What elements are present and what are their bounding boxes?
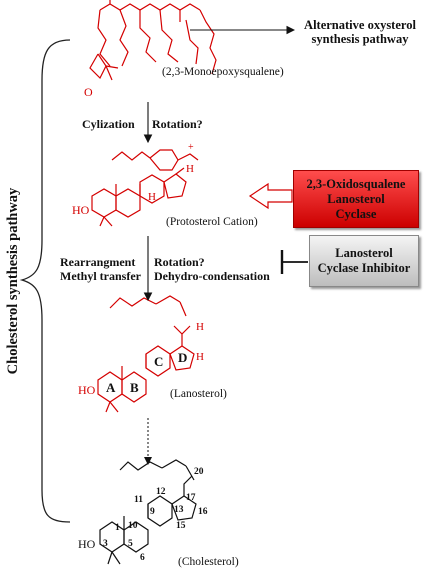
carbon-13-label: 13 xyxy=(174,505,184,515)
lanosterol-structure xyxy=(97,295,195,413)
lanosterol-h2-label: H xyxy=(196,351,204,363)
enzyme-box-oxidosqualene-cyclase: 2,3-Oxidosqualene Lanosterol Cyclase xyxy=(293,170,419,228)
enzyme-box-line3: Cyclase xyxy=(335,206,377,221)
step-rotation-2: Rotation? xyxy=(154,255,205,269)
ring-label-c: C xyxy=(154,354,163,369)
inhibitor-box-line1: Lanosterol xyxy=(335,246,393,260)
caption-protosterol: (Protosterol Cation) xyxy=(166,216,258,228)
carbon-15-label: 15 xyxy=(176,521,186,531)
ring-label-d: D xyxy=(178,350,187,365)
enzyme-box-line2: Lanosterol xyxy=(327,191,385,206)
enzyme-catalysis-arrow xyxy=(248,182,293,210)
alt-pathway-label: Alternative oxysterol synthesis pathway xyxy=(300,18,420,47)
side-pathway-label: Cholesterol synthesis pathway xyxy=(5,187,21,375)
lanosterol-h-label: H xyxy=(196,321,204,333)
carbon-9-label: 9 xyxy=(150,507,155,517)
pathway-brace xyxy=(19,39,71,523)
carbon-20-label: 20 xyxy=(194,467,204,477)
cholesterol-structure xyxy=(99,459,197,565)
cholesterol-hydroxyl-label: HO xyxy=(78,537,96,551)
carbon-10-label: 10 xyxy=(128,521,138,531)
alt-pathway-line2: synthesis pathway xyxy=(311,32,409,47)
alt-pathway-line1: Alternative oxysterol xyxy=(304,18,416,32)
carbon-12-label: 12 xyxy=(156,487,166,497)
step-rearrangement: Rearrangment xyxy=(60,255,136,269)
ring-label-a: A xyxy=(106,380,116,395)
protosterol-hydroxyl-label: HO xyxy=(72,203,90,217)
carbon-16-label: 16 xyxy=(198,507,208,517)
carbon-1-label: 1 xyxy=(115,523,120,533)
cation-plus-label: + xyxy=(188,142,194,153)
epoxide-oxygen-label: O xyxy=(84,85,93,99)
step-dehydro-condensation: Dehydro-condensation xyxy=(154,269,270,283)
step-methyl-transfer: Methyl transfer xyxy=(60,269,141,283)
protosterol-h2-label: H xyxy=(186,163,194,175)
carbon-5-label: 5 xyxy=(128,539,133,549)
ring-label-b: B xyxy=(130,380,139,395)
carbon-6-label: 6 xyxy=(140,553,145,563)
inhibitor-box-line2: Cyclase Inhibitor xyxy=(317,261,411,275)
lanosterol-hydroxyl-label: HO xyxy=(78,383,96,397)
inhibitor-box: Lanosterol Cyclase Inhibitor xyxy=(309,235,419,287)
caption-monoepoxysqualene: (2,3-Monoepoxysqualene) xyxy=(162,66,284,78)
step-rotation-1: Rotation? xyxy=(152,117,203,131)
protosterol-h-label: H xyxy=(148,191,156,203)
carbon-3-label: 3 xyxy=(103,539,108,549)
carbon-17-label: 17 xyxy=(186,493,196,503)
caption-lanosterol: (Lanosterol) xyxy=(170,388,227,400)
carbon-11-label: 11 xyxy=(134,495,143,505)
carbon-number-labels: 1 3 5 6 9 10 11 12 13 15 16 17 20 xyxy=(103,467,208,563)
squalene-structure xyxy=(89,0,217,81)
enzyme-box-line1: 2,3-Oxidosqualene xyxy=(306,176,406,191)
caption-cholesterol: (Cholesterol) xyxy=(178,556,239,568)
protosterol-structure xyxy=(91,149,199,227)
step-cyclization: Cylization xyxy=(82,117,135,131)
